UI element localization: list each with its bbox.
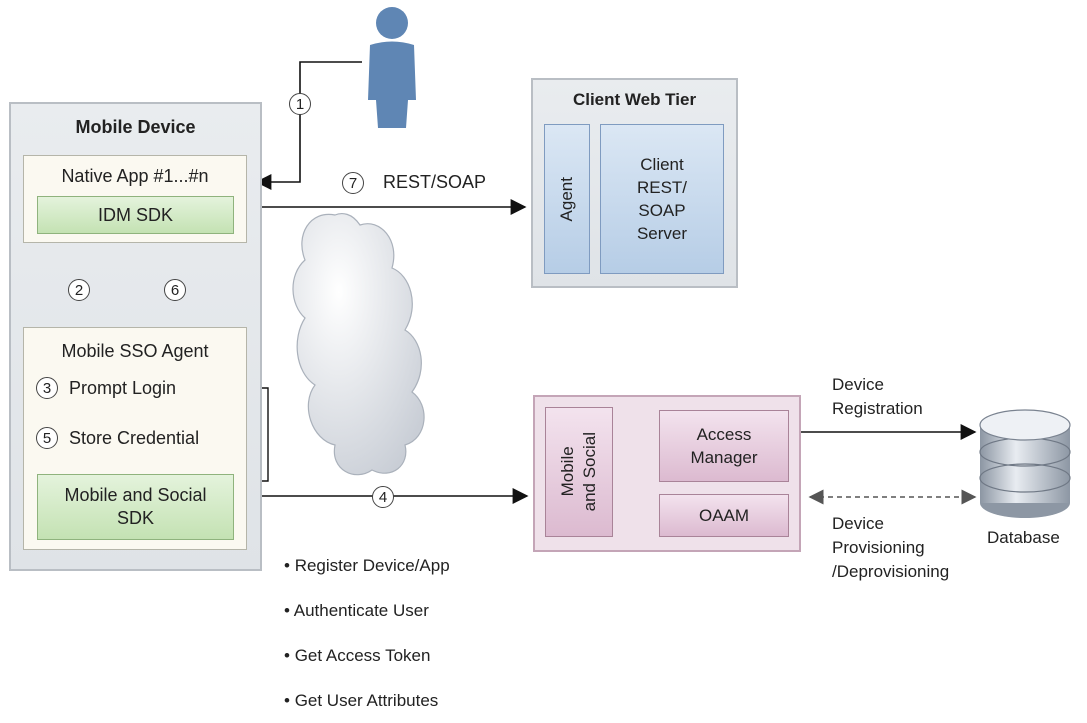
idm-sdk-box: IDM SDK bbox=[37, 196, 234, 234]
mobile-social-line2: and Social bbox=[580, 432, 599, 512]
device-provisioning-line1: Device bbox=[832, 514, 884, 533]
database-icon bbox=[979, 409, 1071, 518]
device-registration-label: Device Registration bbox=[832, 373, 923, 421]
user-figure-icon bbox=[368, 7, 416, 128]
device-provisioning-label: Device Provisioning /Deprovisioning bbox=[832, 512, 949, 584]
step-3-badge: 3 bbox=[36, 377, 58, 399]
oaam-box: OAAM bbox=[659, 494, 789, 537]
access-manager-line1: Access bbox=[696, 425, 752, 444]
mobile-social-sdk-box: Mobile and Social SDK bbox=[37, 474, 234, 540]
step-2-badge: 2 bbox=[68, 279, 90, 301]
prompt-login-label: Prompt Login bbox=[69, 378, 177, 398]
agent-label: Agent bbox=[557, 176, 576, 222]
mobile-social-sdk-line2: SDK bbox=[116, 508, 154, 528]
client-rest-soap-server-box: Client REST/ SOAP Server bbox=[600, 124, 724, 274]
operation-item: Get User Attributes bbox=[284, 678, 450, 723]
mobile-social-line1: Mobile bbox=[558, 446, 577, 498]
operation-item: Authenticate User bbox=[284, 588, 450, 633]
server-line-3: SOAP bbox=[638, 201, 686, 220]
step-1-badge: 1 bbox=[289, 93, 311, 115]
store-credential-label: Store Credential bbox=[69, 428, 200, 448]
step-4-badge: 4 bbox=[372, 486, 394, 508]
mobile-social-service-box: Mobile and Social bbox=[545, 407, 613, 537]
step-6-badge: 6 bbox=[164, 279, 186, 301]
native-app-label: Native App #1...#n bbox=[61, 165, 209, 186]
database-label: Database bbox=[987, 528, 1060, 547]
server-line-1: Client bbox=[640, 155, 684, 174]
network-cloud-icon bbox=[292, 213, 425, 476]
operation-item: Register Device/App bbox=[284, 543, 450, 588]
diagram-connectors bbox=[97, 7, 1071, 523]
rest-soap-label: REST/SOAP bbox=[383, 172, 487, 192]
access-manager-line2: Manager bbox=[690, 448, 758, 467]
step-5-badge: 5 bbox=[36, 427, 58, 449]
device-provisioning-line2: Provisioning bbox=[832, 538, 925, 557]
step-7-badge: 7 bbox=[342, 172, 364, 194]
device-registration-line2: Registration bbox=[832, 399, 923, 418]
mobile-social-sdk-line1: Mobile and Social bbox=[64, 485, 207, 505]
access-manager-box: Access Manager bbox=[659, 410, 789, 482]
device-registration-line1: Device bbox=[832, 375, 884, 394]
client-web-tier-title: Client Web Tier bbox=[572, 90, 697, 109]
server-line-4: Server bbox=[636, 224, 688, 243]
mobile-social-service-label: Mobile and Social bbox=[557, 432, 601, 511]
device-provisioning-line3: /Deprovisioning bbox=[832, 562, 950, 581]
server-line-2: REST/ bbox=[636, 178, 688, 197]
operations-list: Register Device/App Authenticate User Ge… bbox=[284, 543, 450, 723]
mobile-device-title: Mobile Device bbox=[75, 116, 196, 137]
operation-item: Get Access Token bbox=[284, 633, 450, 678]
agent-box: Agent bbox=[544, 124, 590, 274]
mobile-sso-agent-label: Mobile SSO Agent bbox=[61, 340, 209, 361]
